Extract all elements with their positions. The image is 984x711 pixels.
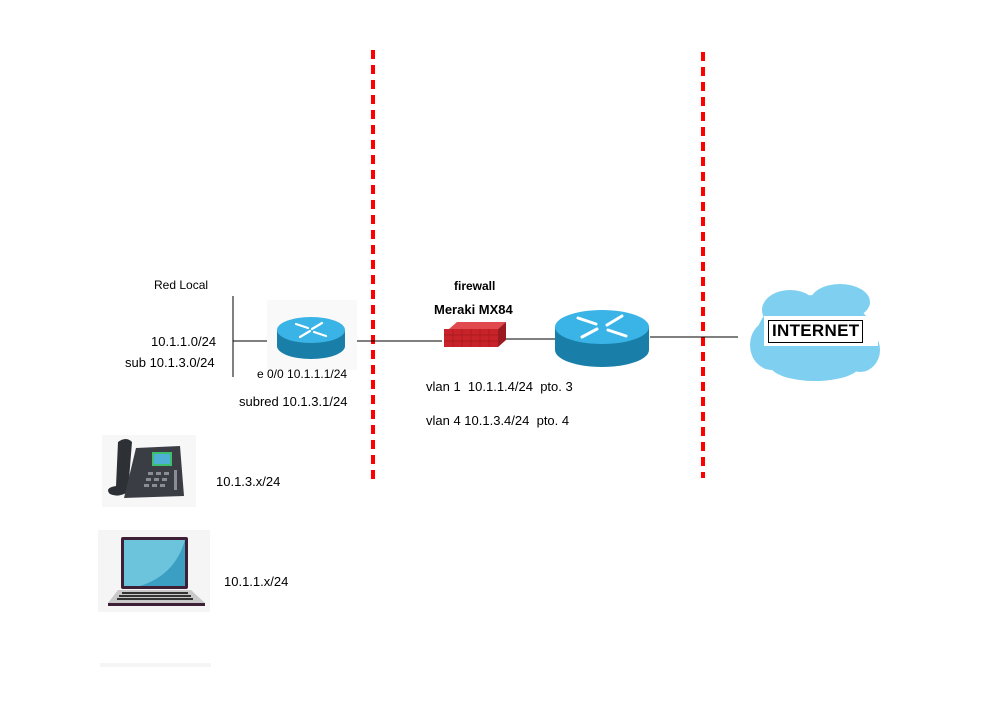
ip-phone-icon[interactable] xyxy=(102,435,196,507)
edge-router-icon[interactable] xyxy=(555,310,649,367)
local-subnet-address: sub 10.1.3.0/24 xyxy=(125,355,215,370)
internet-label: INTERNET xyxy=(768,320,864,343)
local-router-icon[interactable] xyxy=(267,300,357,370)
firewall-model-label: Meraki MX84 xyxy=(434,302,513,317)
router-subnet-label: subred 10.1.3.1/24 xyxy=(239,394,348,409)
laptop-subnet-label: 10.1.1.x/24 xyxy=(224,574,289,589)
vlan-4-label: vlan 4 10.1.3.4/24 pto. 4 xyxy=(426,413,570,428)
vlan-1-label: vlan 1 10.1.1.4/24 pto. 3 xyxy=(426,379,573,394)
router-interface-label: e 0/0 10.1.1.1/24 xyxy=(257,367,348,381)
local-network-address: 10.1.1.0/24 xyxy=(151,334,217,349)
phone-subnet-label: 10.1.3.x/24 xyxy=(216,474,281,489)
laptop-icon[interactable] xyxy=(98,530,210,612)
local-network-title: Red Local xyxy=(154,278,209,292)
empty-device-slot xyxy=(100,663,211,667)
firewall-type-label: firewall xyxy=(454,279,496,293)
firewall-icon[interactable] xyxy=(444,322,506,347)
